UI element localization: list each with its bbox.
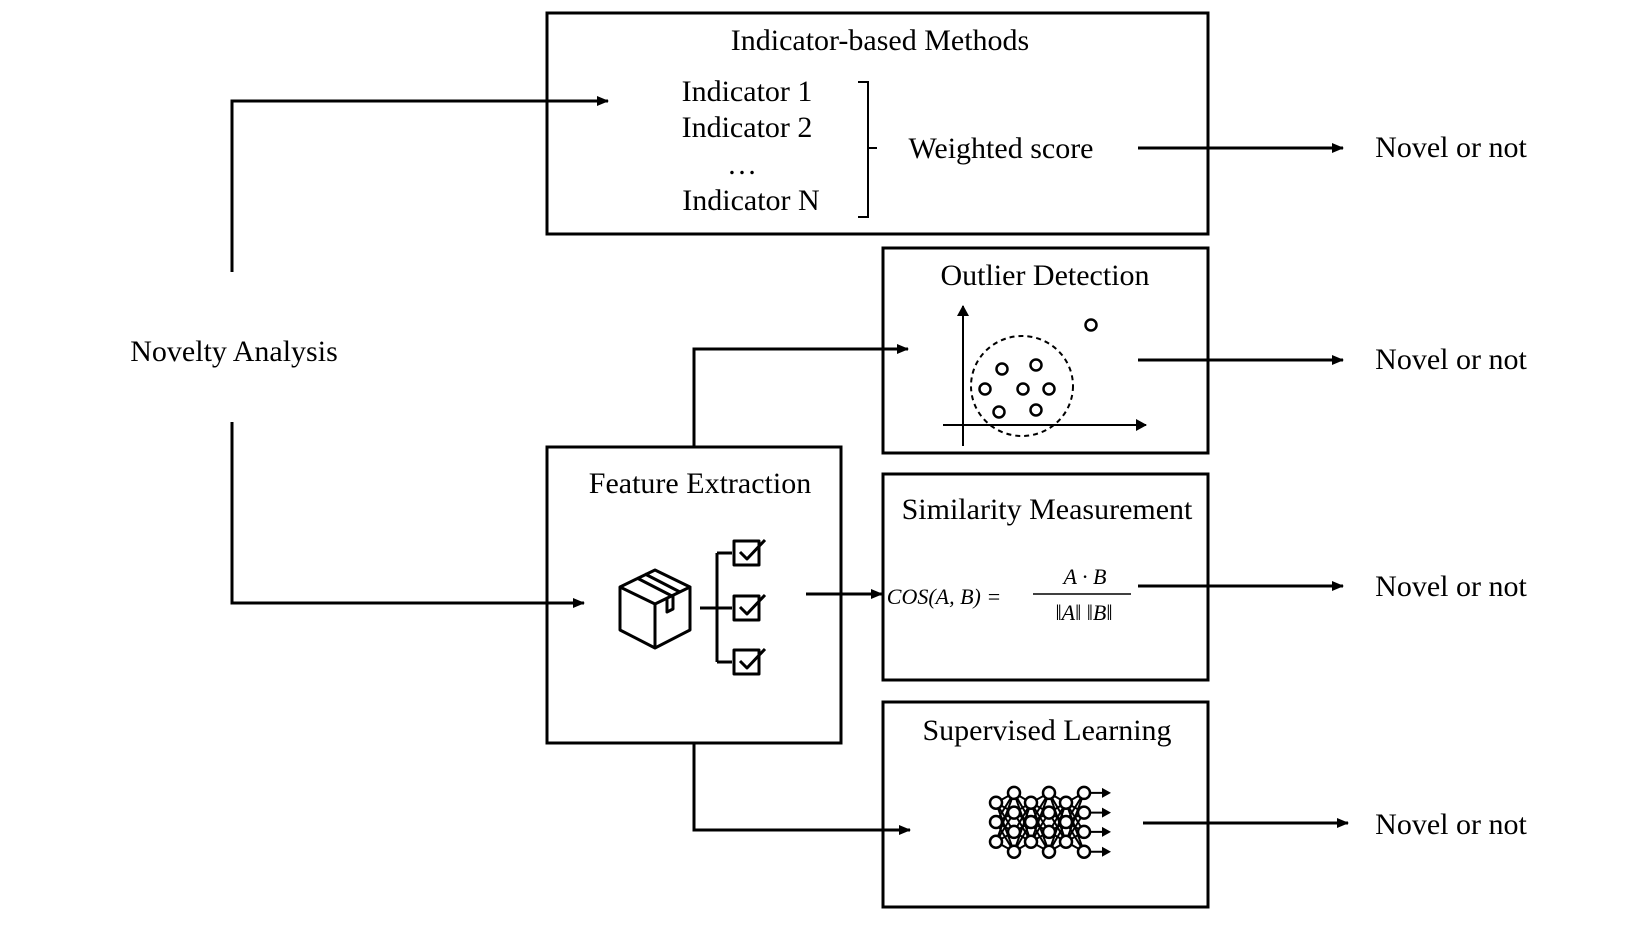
scatter-cluster-icon <box>943 305 1147 446</box>
indicator-methods-box: Indicator-based Methods Indicator 1 Indi… <box>545 11 1210 236</box>
indicator-item: Indicator 1 <box>682 75 813 108</box>
feature-extraction-box: Feature Extraction <box>545 445 843 745</box>
cosine-similarity-formula: COS(A, B) = A · B ‖A‖ ‖B‖ <box>887 564 1131 625</box>
indicator-methods-title: Indicator-based Methods <box>731 24 1029 57</box>
indicator-item: Indicator N <box>682 184 819 217</box>
output-label: Novel or not <box>1375 343 1527 376</box>
supervised-learning-title: Supervised Learning <box>922 714 1171 747</box>
formula-denominator: ‖A‖ ‖B‖ <box>1055 600 1112 625</box>
formula-numerator: A · B <box>1062 564 1107 589</box>
box-checklist-icon <box>618 538 767 676</box>
outlier-detection-title: Outlier Detection <box>940 259 1149 292</box>
output-label: Novel or not <box>1375 131 1527 164</box>
connector-root-to-feature <box>230 422 585 608</box>
weighted-score-label: Weighted score <box>908 132 1093 165</box>
indicator-ellipsis: … <box>727 148 757 181</box>
similarity-measurement-box: Similarity Measurement COS(A, B) = A · B… <box>881 472 1210 682</box>
feature-extraction-title: Feature Extraction <box>589 467 811 500</box>
indicator-brace <box>858 81 877 218</box>
connector-feature-to-outlier <box>692 344 909 447</box>
connector-feature-to-supervised <box>692 743 911 835</box>
supervised-learning-box: Supervised Learning <box>881 700 1210 909</box>
connector-root-to-indicator <box>230 96 609 272</box>
indicator-item: Indicator 2 <box>682 111 813 144</box>
output-label: Novel or not <box>1375 570 1527 603</box>
neural-network-icon <box>988 785 1111 859</box>
root-label: Novelty Analysis <box>130 335 338 368</box>
similarity-measurement-title: Similarity Measurement <box>902 493 1193 526</box>
formula-lhs: COS(A, B) = <box>887 584 1001 609</box>
output-label: Novel or not <box>1375 808 1527 841</box>
outlier-detection-box: Outlier Detection <box>881 246 1210 455</box>
